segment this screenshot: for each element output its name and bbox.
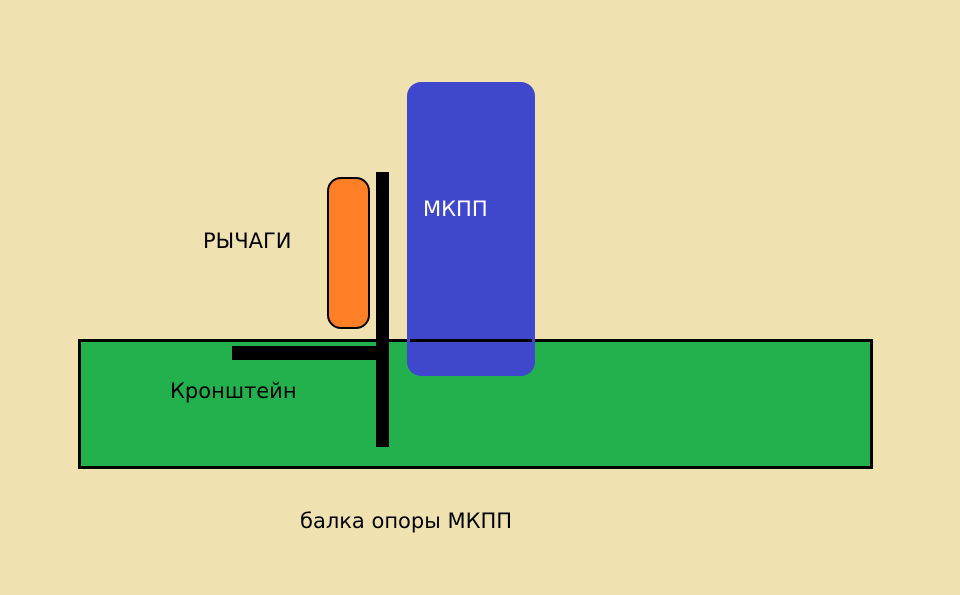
beam-label: балка опоры МКПП <box>300 509 513 533</box>
gearbox-beam-contact-line <box>410 339 532 342</box>
gearbox-block <box>407 82 535 376</box>
bracket-vertical-bar <box>376 172 389 447</box>
bracket-horizontal-bar <box>232 346 382 360</box>
levers-label: РЫЧАГИ <box>203 229 292 253</box>
bracket-label: Кронштейн <box>170 379 297 403</box>
levers-block <box>327 177 370 329</box>
gearbox-label: МКПП <box>423 197 488 221</box>
